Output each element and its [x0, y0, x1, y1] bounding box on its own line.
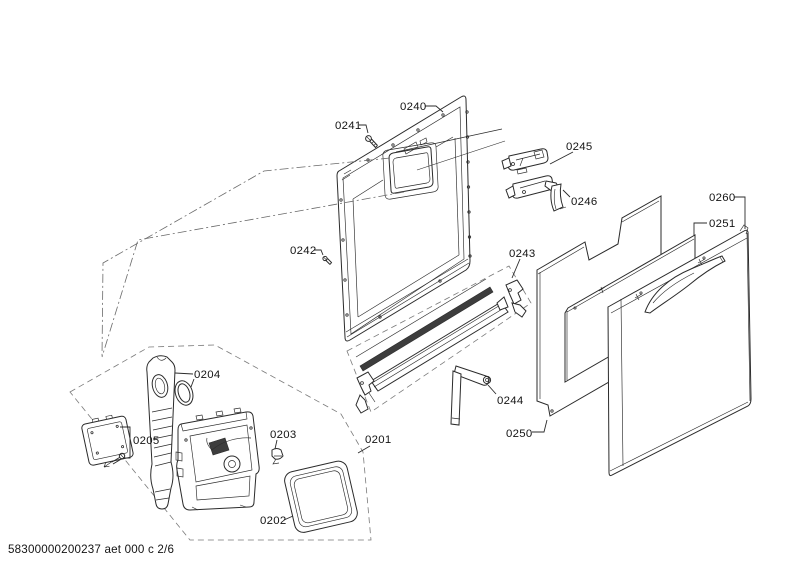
part-label-0260: 0260 [709, 192, 736, 204]
grip-recess [644, 255, 726, 314]
rivet-dots [339, 110, 472, 319]
footer-doc-number: 58300000200237 aet 000 c 2/6 [8, 543, 174, 556]
part-label-0202: 0202 [260, 515, 287, 527]
projection-lines [101, 157, 405, 358]
part-label-0240: 0240 [400, 101, 427, 113]
outer-door-panel-0260 [607, 229, 752, 477]
hinge-clip-left [355, 371, 376, 414]
part-label-0245: 0245 [566, 141, 593, 153]
part-label-0246: 0246 [571, 196, 598, 208]
screw-0241-icon [365, 135, 378, 149]
plug-0203 [271, 448, 284, 465]
cover-plate-0205 [81, 414, 134, 468]
clip-detail [697, 258, 706, 266]
screw-0242-icon [322, 255, 333, 265]
dispenser-group-0201 [69, 344, 372, 541]
part-label-0250: 0250 [506, 428, 533, 440]
corner-clip-detail [739, 224, 749, 235]
screw-0205-icon [103, 452, 126, 468]
part-label-0204: 0204 [194, 369, 221, 381]
bracket-0244 [450, 365, 492, 426]
part-label-0205: 0205 [133, 435, 160, 447]
part-label-0203: 0203 [270, 429, 297, 441]
lock-lever-0246 [505, 175, 567, 212]
part-label-0243: 0243 [509, 248, 536, 260]
bottom-seal-group [346, 265, 532, 414]
labels: 0240 0241 0242 0243 0244 0245 0246 0250 … [120, 101, 746, 527]
vent-bracket-0204 [146, 355, 176, 510]
latch-pointer-line-2 [416, 140, 506, 171]
part-label-0251: 0251 [709, 218, 736, 230]
part-label-0242: 0242 [290, 245, 317, 257]
latch-0245 [501, 148, 549, 175]
dispenser-gasket-0202 [284, 460, 358, 533]
detergent-dispenser-unit [175, 407, 260, 511]
latch-pointer-line-1 [395, 128, 503, 153]
door-panels [536, 195, 752, 477]
inner-door-panel-0240 [336, 95, 472, 342]
door-seal-strip [359, 286, 494, 372]
part-label-0201: 0201 [365, 434, 392, 446]
part-label-0241: 0241 [335, 120, 362, 132]
clip-detail [634, 293, 643, 301]
part-label-0244: 0244 [497, 395, 524, 407]
seal-ring-0204 [174, 380, 194, 406]
hinge-clip-0243 [496, 279, 527, 318]
